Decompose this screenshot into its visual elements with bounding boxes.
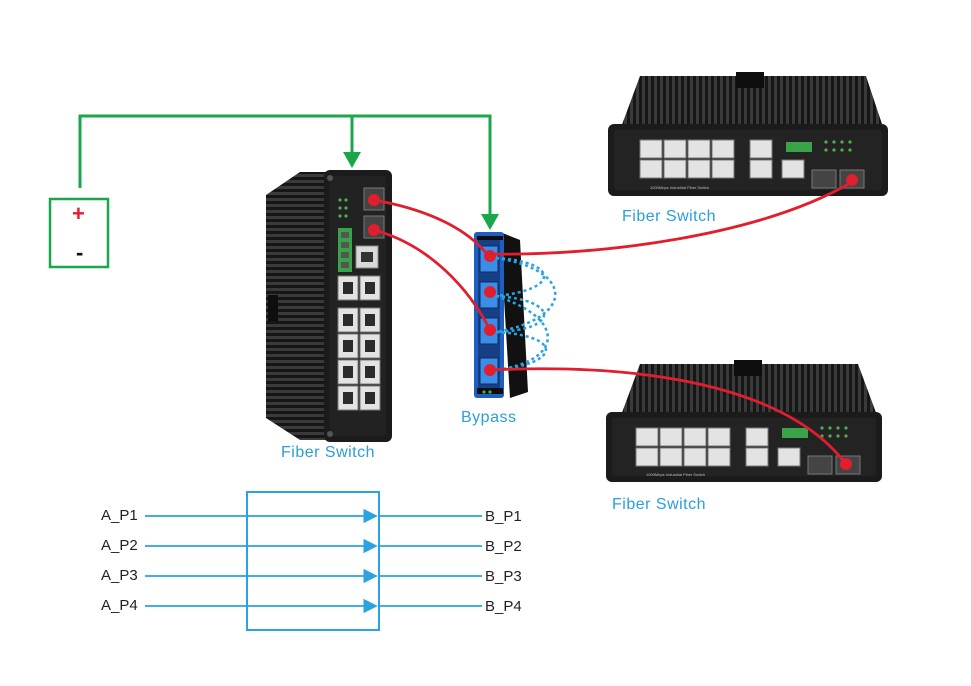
- power-arrow-bypass: [481, 214, 499, 230]
- left-switch-mount: [268, 295, 278, 321]
- bottom-right-switch-sfp-1: [807, 455, 833, 475]
- bypass-rail: [500, 232, 528, 398]
- port-map-diagram: [145, 491, 482, 631]
- power-wires: [78, 114, 492, 214]
- b-port-4: B_P4: [485, 598, 522, 615]
- bypass-loop-links: [495, 256, 557, 372]
- a-port-2: A_P2: [101, 537, 138, 554]
- fiber-dot-bypass-1: [484, 250, 496, 262]
- fiber-connector-dots: [368, 174, 858, 470]
- fiber-dot-bypass-2: [484, 286, 496, 298]
- fiber-dot-bypass-4: [484, 364, 496, 376]
- top-right-switch-label: Fiber Switch: [622, 208, 717, 225]
- fiber-bypass-to-bottom-right: [489, 367, 848, 465]
- top-right-switch-sfp-1: [811, 169, 837, 189]
- top-right-switch-fins: [620, 76, 884, 130]
- b-port-1: B_P1: [485, 508, 522, 525]
- fiber-dot-left-1: [368, 194, 380, 206]
- left-switch-terminal-block: [338, 228, 352, 272]
- fiber-dot-top-right: [846, 174, 858, 186]
- bypass-loop-5: [495, 294, 549, 372]
- fiber-dot-left-2: [368, 224, 380, 236]
- power-supply-box: [48, 197, 110, 269]
- b-port-3: B_P3: [485, 568, 522, 585]
- bypass-loop-1: [495, 256, 545, 298]
- bottom-right-switch-model: 1000Mbps Industrial Fiber Switch: [646, 472, 705, 477]
- bypass-label: Bypass: [461, 409, 517, 426]
- bottom-right-fiber-switch: 1000Mbps Industrial Fiber Switch: [606, 360, 882, 482]
- b-port-2: B_P2: [485, 538, 522, 555]
- top-right-fiber-switch: 1000Mbps Industrial Fiber Switch: [608, 72, 888, 196]
- left-fiber-switch: [266, 170, 392, 442]
- port-map-box: [246, 491, 380, 631]
- left-switch-fins: [266, 172, 330, 440]
- bottom-right-switch-fins: [620, 364, 878, 418]
- a-port-3: A_P3: [101, 567, 138, 584]
- left-switch-label: Fiber Switch: [281, 444, 376, 461]
- power-arrow-left-switch: [343, 152, 361, 168]
- a-port-4: A_P4: [101, 597, 138, 614]
- fiber-dot-bottom-right: [840, 458, 852, 470]
- power-plus-label: +: [72, 201, 85, 226]
- fiber-cables: [373, 180, 853, 465]
- fiber-left-to-bypass-1: [373, 198, 492, 259]
- fiber-bypass-to-top-right: [489, 180, 853, 256]
- top-right-switch-model: 1000Mbps Industrial Fiber Switch: [650, 185, 709, 190]
- bypass-loop-3: [495, 294, 545, 334]
- bypass-loop-2: [495, 256, 557, 334]
- power-wire-main: [78, 114, 492, 214]
- bottom-right-switch-label: Fiber Switch: [612, 496, 707, 513]
- power-minus-label: -: [76, 240, 84, 265]
- a-port-1: A_P1: [101, 507, 138, 524]
- fiber-dot-bypass-3: [484, 324, 496, 336]
- fiber-left-to-bypass-2: [373, 228, 492, 331]
